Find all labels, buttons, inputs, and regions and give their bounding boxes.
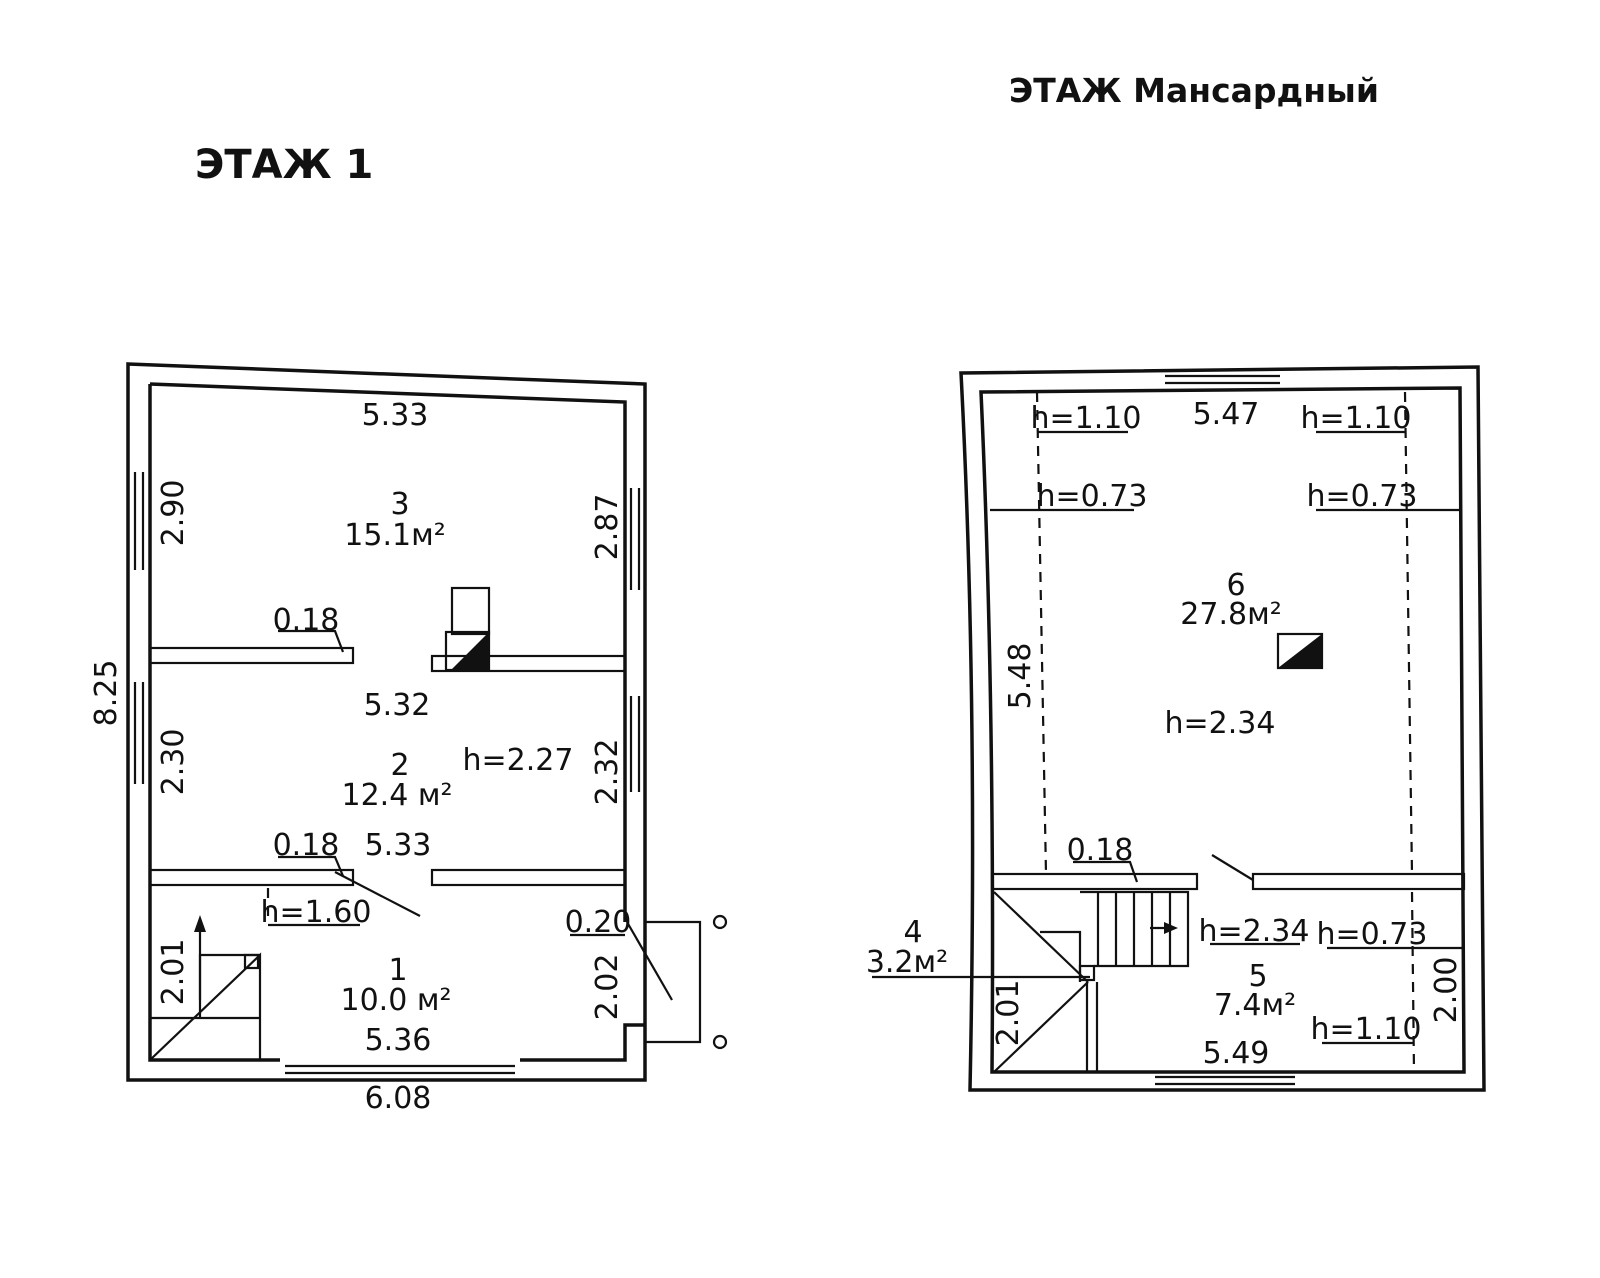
dim-attic-room6-depth: 5.48 <box>1003 643 1038 710</box>
dim-attic-wall-thickness: 0.18 <box>1067 833 1134 868</box>
floor-1-plan: ЭТАЖ 1 <box>89 142 728 1116</box>
dim-attic-h-left-top: h=1.10 <box>1031 401 1142 436</box>
dim-attic-stair-depth: 2.01 <box>991 980 1026 1047</box>
dim-room3-left: 2.90 <box>156 480 191 547</box>
stair-post <box>243 953 260 970</box>
chimney-hatch <box>451 632 489 670</box>
partition-lower-left <box>148 868 355 887</box>
porch-outline <box>645 920 702 1044</box>
window-left-lower <box>133 682 145 784</box>
partition-lower-right <box>430 868 627 887</box>
floor-1-outer-wall <box>126 362 647 1082</box>
room-6-number: 6 <box>1226 568 1245 603</box>
room-5-area: 7.4м² <box>1214 988 1296 1023</box>
dim-room1-right: 2.02 <box>590 954 625 1021</box>
dim-door-offset: 0.20 <box>565 905 632 940</box>
dim-room1-width: 5.36 <box>365 1023 432 1058</box>
attic-inner-wall <box>979 386 1466 1074</box>
attic-window-bottom <box>1155 1075 1295 1086</box>
floor-1-inner-wall-bottom <box>520 1023 645 1062</box>
room-2-area: 12.4 м² <box>342 778 453 813</box>
window-left-upper <box>133 472 145 570</box>
window-right-upper <box>629 488 641 590</box>
porch-post-bottom <box>712 1034 728 1050</box>
room-2-number: 2 <box>390 748 409 783</box>
leader-thickness-upper <box>278 629 345 653</box>
dim-top-width: 5.33 <box>362 398 429 433</box>
dim-outer-width: 6.08 <box>365 1081 432 1116</box>
window-right-lower <box>629 696 641 792</box>
dim-attic-room5-right: 2.00 <box>1429 957 1464 1024</box>
dim-attic-room6-height: h=2.34 <box>1165 706 1276 741</box>
floor-attic-title: ЭТАЖ Мансардный <box>1009 71 1379 110</box>
attic-slope-line-left <box>1035 391 1048 875</box>
attic-outer-wall <box>959 365 1486 1092</box>
partition-upper-right <box>430 654 627 673</box>
window-bottom <box>285 1064 515 1075</box>
floor-attic-plan: ЭТАЖ Мансардный <box>866 71 1486 1092</box>
dim-stair-height: h=1.60 <box>261 895 372 930</box>
room-1-area: 10.0 м² <box>341 983 452 1018</box>
door-swing-inner <box>334 871 421 917</box>
attic-staircase <box>993 890 1190 1073</box>
dim-attic-top-width: 5.47 <box>1193 397 1260 432</box>
dim-attic-room5-height: h=2.34 <box>1199 914 1310 949</box>
attic-partition-left <box>990 872 1199 891</box>
dim-attic-h-left-mid: h=0.73 <box>1037 479 1148 514</box>
dim-attic-h-right-mid: h=0.73 <box>1307 479 1418 514</box>
dim-room2-height: h=2.27 <box>463 743 574 778</box>
floor-1-inner-wall-top <box>149 382 627 922</box>
room-4-number: 4 <box>903 915 922 950</box>
dim-room2-width: 5.32 <box>364 688 431 723</box>
room-3-number: 3 <box>390 487 409 522</box>
room-3-area: 15.1м² <box>344 518 445 553</box>
floor-1-title: ЭТАЖ 1 <box>195 142 373 188</box>
dim-room2-left: 2.30 <box>156 729 191 796</box>
partition-upper-left <box>148 646 355 665</box>
dim-room3-right: 2.87 <box>590 494 625 561</box>
dim-wall-thickness-lower: 0.18 <box>273 828 340 863</box>
dim-attic-h-right-top: h=1.10 <box>1301 401 1412 436</box>
dim-outer-height: 8.25 <box>89 660 124 727</box>
room-4-area: 3.2м² <box>866 945 948 980</box>
dim-attic-room5-h-low: h=1.10 <box>1311 1012 1422 1047</box>
room-5-number: 5 <box>1248 959 1267 994</box>
room-1-number: 1 <box>388 953 407 988</box>
chimney-top <box>450 586 491 636</box>
attic-slope-line-right <box>1403 391 1414 875</box>
dim-attic-bottom-width: 5.49 <box>1203 1036 1270 1071</box>
door-swing-entrance <box>626 921 673 1001</box>
attic-partition-right <box>1251 872 1466 891</box>
attic-door-swing <box>1211 854 1254 881</box>
dim-attic-room5-h-edge: h=0.73 <box>1317 917 1428 952</box>
dim-wall-thickness-upper: 0.18 <box>273 603 340 638</box>
dim-room1-top-width: 5.33 <box>365 828 432 863</box>
porch-post-top <box>712 914 728 930</box>
stair-arrow-head <box>194 915 206 932</box>
attic-chimney-hatch <box>1278 634 1322 668</box>
dim-room2-right: 2.32 <box>590 739 625 806</box>
room-6-area: 27.8м² <box>1180 597 1281 632</box>
leader-attic-thickness <box>1073 860 1139 883</box>
leader-thickness-lower <box>278 855 345 877</box>
attic-window-top <box>1165 374 1280 385</box>
dim-stair-depth: 2.01 <box>156 939 191 1006</box>
